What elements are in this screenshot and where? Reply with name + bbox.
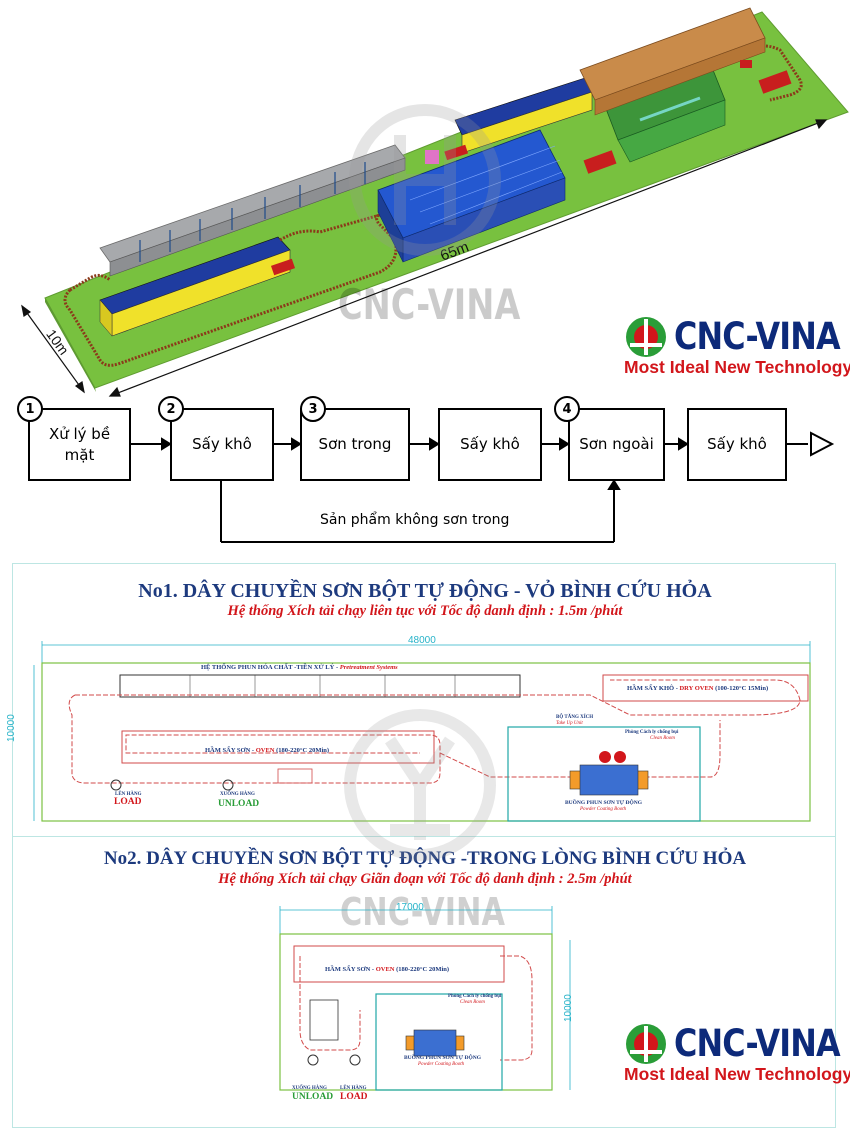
step-number-badge: 1 [17,396,43,422]
logo-brand-name: CNC-VINA [674,1022,841,1065]
line1-length-dimension: 48000 [408,635,436,646]
takeup-label-en: Take Up Unit [556,721,583,726]
flow-step-6: Sấy khô [687,408,787,481]
flow-step-1: Xử lý bề mặt [28,408,131,481]
line1-subtitle: Hệ thống Xích tải chạy liên tục với Tốc … [227,603,623,619]
line1-layout-drawing [33,641,811,822]
step-number-badge: 4 [554,396,580,422]
flow-step-5: Sơn ngoài [568,408,665,481]
line1-unload-vn: XUỐNG HÀNG [220,792,255,797]
line1-booth-en: Powder Coating Booth [580,807,627,812]
line2-width-dimension: 10000 [563,994,574,1022]
flow-step-label: Sơn ngoài [579,435,654,453]
step-number-badge: 2 [158,396,184,422]
line2-load-en: LOAD [340,1092,368,1102]
line2-title: No2. DÂY CHUYỀN SƠN BỘT TỰ ĐỘNG -TRONG L… [103,848,747,869]
line2-clean-room: Phòng Cách ly chống bụi [448,994,502,999]
line1-width-dimension: 10000 [6,714,17,742]
flow-step-label: Sơn trong [318,435,392,453]
logo-tagline: Most Ideal New Technology [624,357,850,377]
logo-brand-name: CNC-VINA [674,315,841,358]
line1-clean-room-en: Clean Room [650,736,675,741]
line1-booth: BUỒNG PHUN SƠN TỰ ĐỘNG [565,800,643,806]
factory-3d-render [21,7,849,397]
pretreat-label: HỆ THỐNG PHUN HÓA CHẤT -TIỀN XỬ LÝ - Pre… [201,664,398,671]
line2-booth-en: Powder Coating Booth [418,1062,465,1067]
watermark-logo [349,104,501,256]
line2-unload-vn: XUỐNG HÀNG [292,1086,327,1091]
brand-logo: CNC-VINA Most Ideal New Technology [624,1022,850,1092]
line1-load-en: LOAD [114,797,142,807]
brand-logo: CNC-VINA Most Ideal New Technology [624,315,850,385]
line2-load-vn: LÊN HÀNG [340,1086,367,1091]
logo-tagline: Most Ideal New Technology [624,1064,850,1084]
line2-cure-oven-label: HẦM SẤY SƠN - OVEN (180-220°C 20Min) [325,966,450,973]
step-number-badge: 3 [300,396,326,422]
cnc-vina-mark-icon [626,1024,666,1064]
line1-cure-oven-label: HẦM SẤY SƠN - OVEN (180-220°C 20Min) [205,747,330,754]
line2-layout-drawing [279,906,571,1091]
process-flow-connectors [131,431,835,543]
takeup-label: BỘ TĂNG XÍCH [556,715,594,720]
section-divider [12,836,836,837]
flow-step-4: Sấy khô [438,408,542,481]
cnc-vina-mark-icon [626,317,666,357]
flow-step-label: Xử lý bề mặt [48,424,111,464]
watermark-logo [344,709,496,861]
watermark-text: CNC-VINA [340,890,505,934]
line1-dry-oven-label: HẦM SẤY KHÔ - DRY OVEN (100-120°C 15Min) [627,685,769,692]
line2-booth: BUỒNG PHUN SƠN TỰ ĐỘNG [404,1055,482,1061]
bypass-label: Sản phẩm không sơn trong [320,512,510,528]
line1-load-vn: LÊN HÀNG [115,792,142,797]
flow-step-label: Sấy khô [460,435,520,453]
line2-subtitle: Hệ thống Xích tải chạy Giãn đoạn với Tốc… [218,871,632,887]
flow-step-label: Sấy khô [707,435,767,453]
line2-unload-en: UNLOAD [292,1092,334,1102]
layout-drawing-frame [12,563,836,1128]
flow-step-2: Sấy khô [170,408,274,481]
flow-end-arrow-icon [810,431,835,457]
line1-title: No1. DÂY CHUYỀN SƠN BỘT TỰ ĐỘNG - VỎ BÌN… [138,580,712,602]
line2-clean-room-en: Clean Room [460,1000,485,1005]
line1-clean-room: Phòng Cách ly chống bụi [625,730,679,735]
flow-step-3: Sơn trong [300,408,410,481]
line1-unload-en: UNLOAD [218,799,260,809]
flow-step-label: Sấy khô [192,435,252,453]
line2-length-dimension: 17000 [396,902,424,913]
watermark-text: CNC-VINA [338,280,521,329]
